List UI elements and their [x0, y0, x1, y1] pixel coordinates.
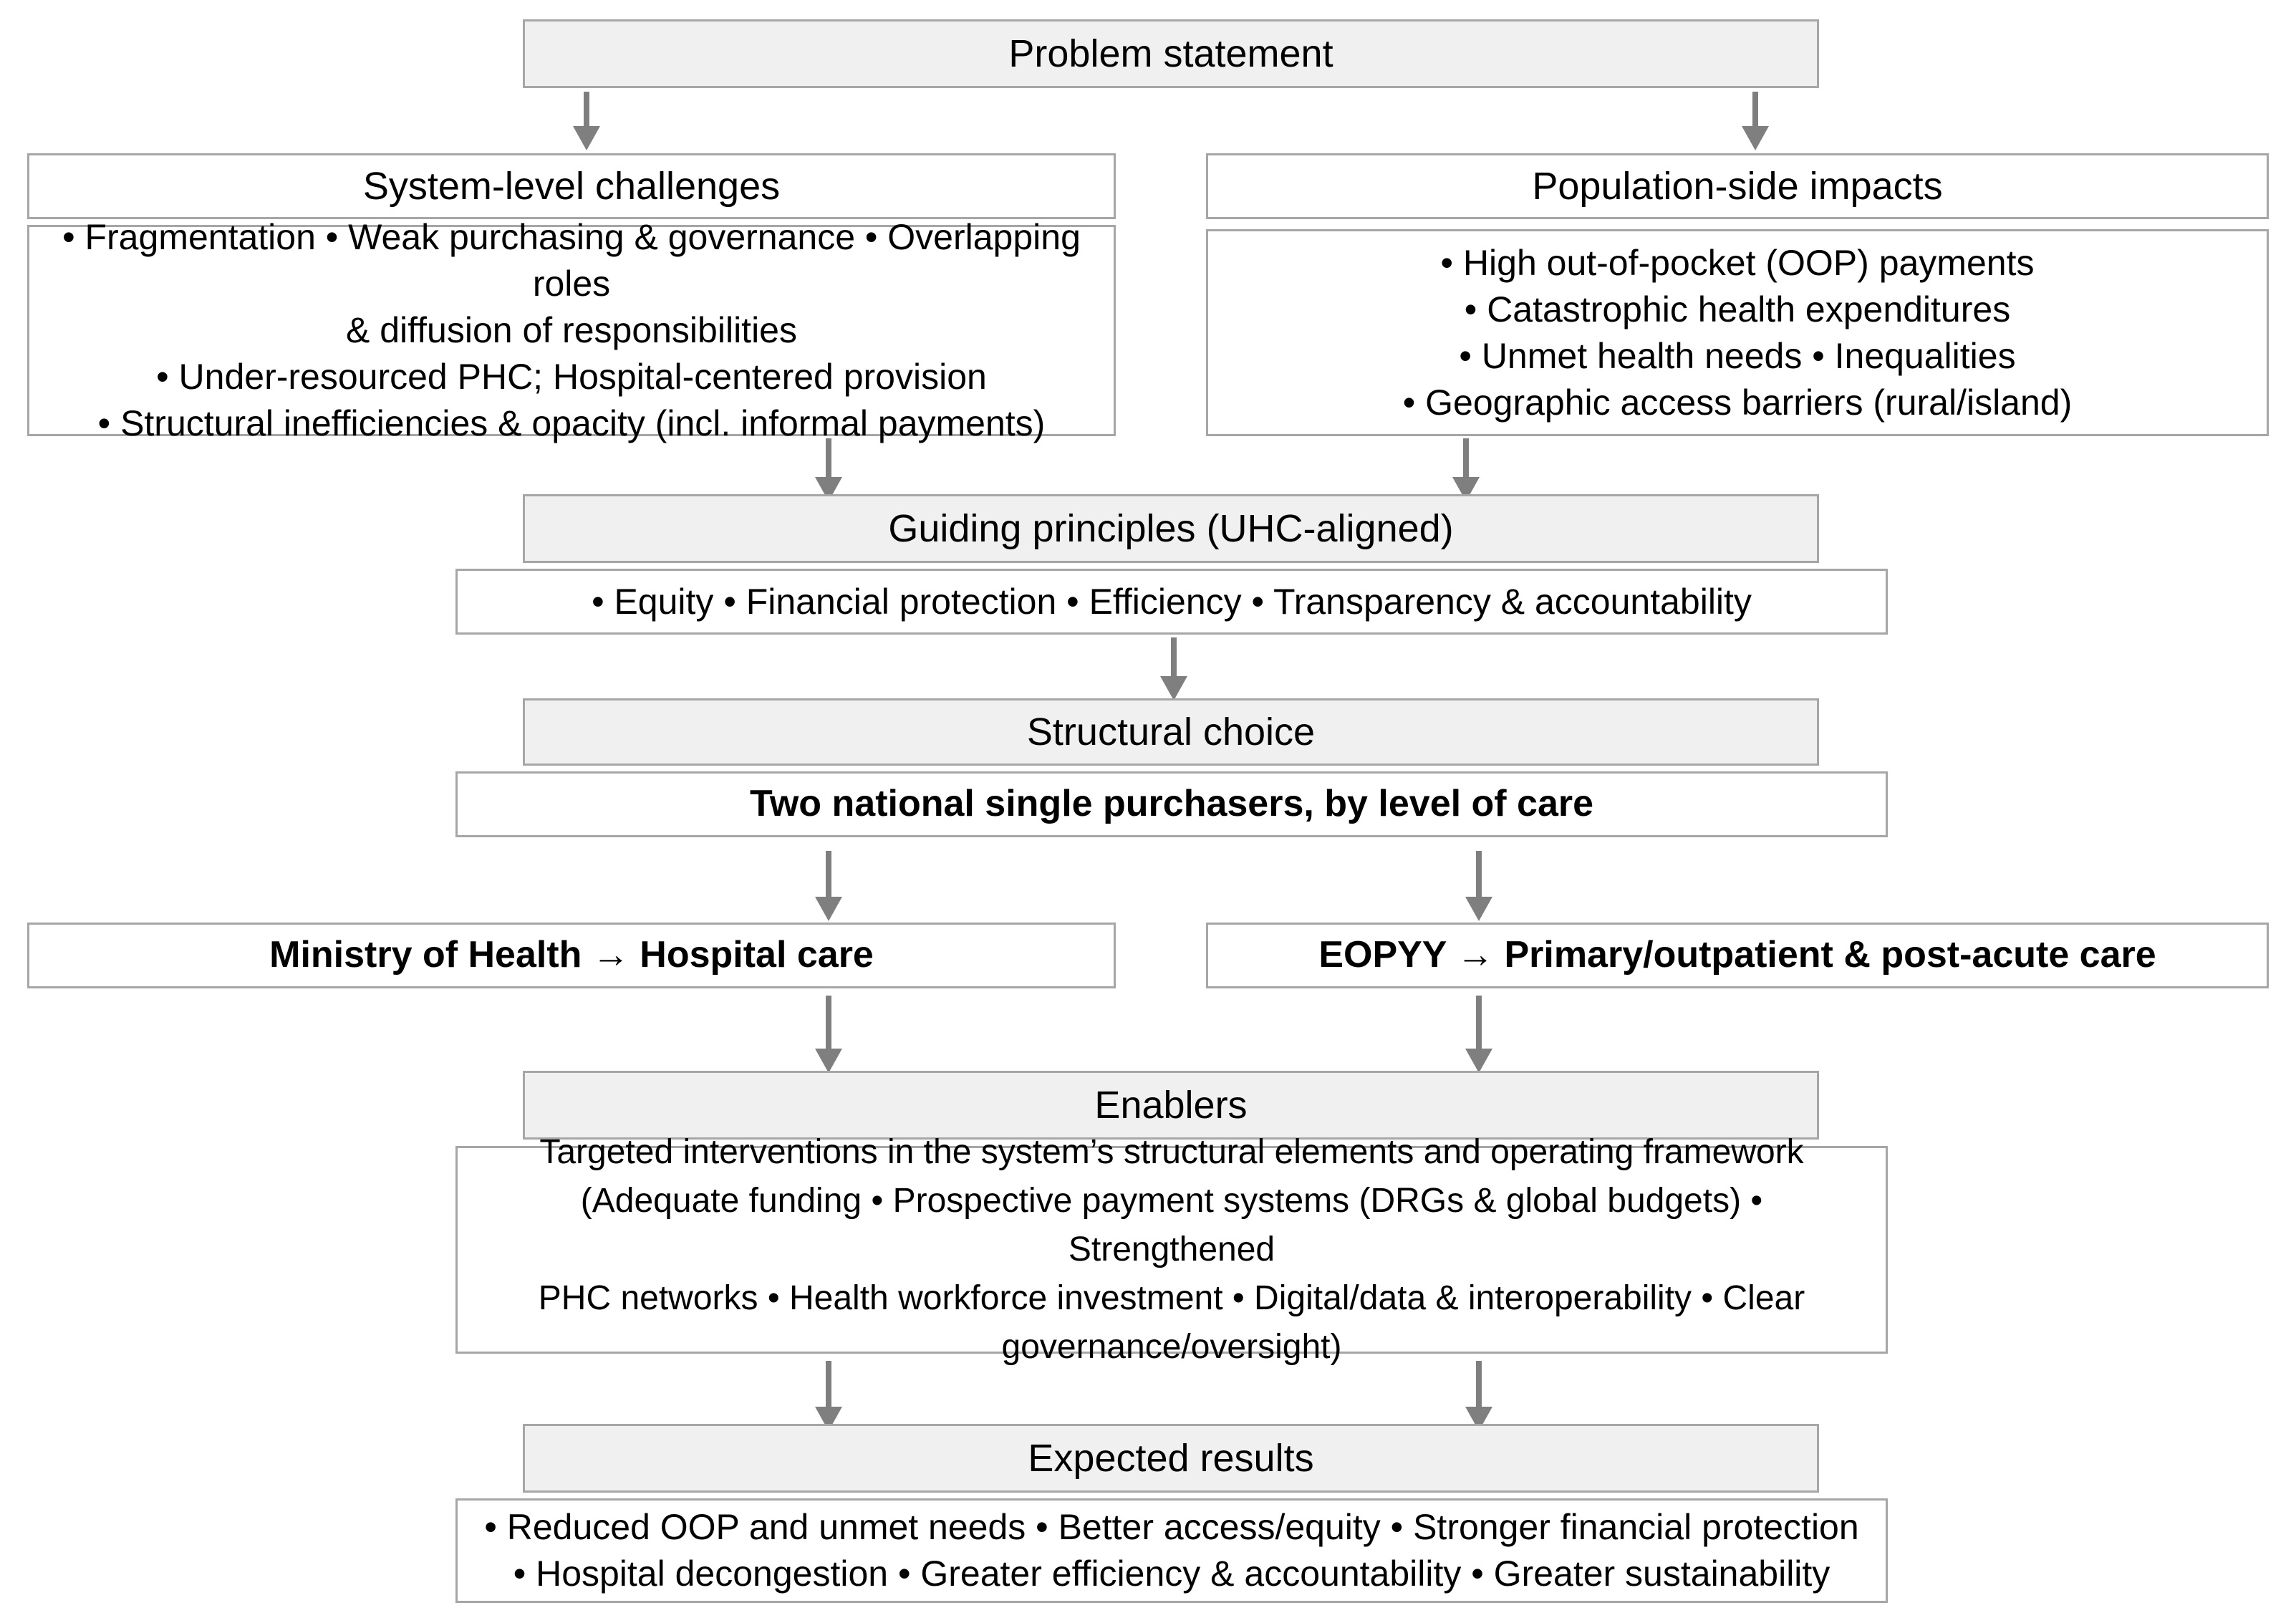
structural-choice-title: Structural choice [1026, 710, 1316, 753]
arrow-eopyy-to-enablers [1465, 996, 1492, 1073]
expected-results-title: Expected results [1028, 1436, 1314, 1480]
arrow-moh-to-enablers [815, 996, 842, 1073]
population-impacts-line-3: • Unmet health needs • Inequalities [1459, 335, 2016, 376]
node-guiding-principles-body[interactable]: • Equity • Financial protection • Effici… [455, 569, 1888, 635]
node-guiding-principles-header[interactable]: Guiding principles (UHC-aligned) [523, 494, 1819, 563]
expected-results-line-2: • Hospital decongestion • Greater effici… [513, 1554, 1830, 1594]
system-challenges-line-2: & diffusion of responsibilities [346, 310, 797, 350]
enablers-body: Targeted interventions in the system’s s… [458, 1128, 1886, 1372]
node-system-challenges-header[interactable]: System-level challenges [27, 153, 1116, 219]
enablers-line-1: Targeted interventions in the system’s s… [539, 1132, 1804, 1171]
population-impacts-line-1: • High out-of-pocket (OOP) payments [1440, 242, 2035, 283]
arrow-enablers-to-results-left [815, 1361, 842, 1431]
node-system-challenges-body[interactable]: • Fragmentation • Weak purchasing & gove… [27, 217, 1116, 443]
structural-choice-body: Two national single purchasers, by level… [749, 783, 1594, 825]
node-expected-results-body[interactable]: • Reduced OOP and unmet needs • Better a… [455, 1498, 1888, 1603]
expected-results-body: • Reduced OOP and unmet needs • Better a… [458, 1504, 1886, 1597]
node-structural-choice-header[interactable]: Structural choice [523, 698, 1819, 766]
enablers-title: Enablers [1094, 1083, 1248, 1127]
guiding-principles-body: • Equity • Financial protection • Effici… [592, 581, 1752, 622]
population-impacts-title: Population-side impacts [1532, 164, 1943, 208]
arrow-challenges-to-principles [815, 438, 842, 501]
arrow-structural-to-eopyy [1465, 851, 1492, 921]
purchaser-moh-label: Ministry of Health → Hospital care [269, 934, 874, 976]
arrow-impacts-to-principles [1452, 438, 1480, 501]
population-impacts-body: • High out-of-pocket (OOP) payments • Ca… [1208, 240, 2267, 426]
node-population-impacts-body[interactable]: • High out-of-pocket (OOP) payments • Ca… [1206, 229, 2269, 436]
node-expected-results-header[interactable]: Expected results [523, 1424, 1819, 1493]
node-enablers-body[interactable]: Targeted interventions in the system’s s… [455, 1133, 1888, 1366]
node-enablers-header[interactable]: Enablers [523, 1071, 1819, 1140]
system-challenges-title: System-level challenges [362, 164, 781, 208]
node-purchaser-eopyy[interactable]: EOPYY → Primary/outpatient & post-acute … [1206, 923, 2269, 988]
node-population-impacts-header[interactable]: Population-side impacts [1206, 153, 2269, 219]
node-structural-choice-body[interactable]: Two national single purchasers, by level… [455, 771, 1888, 837]
arrow-principles-to-structural [1160, 637, 1187, 700]
purchaser-eopyy-label: EOPYY → Primary/outpatient & post-acute … [1318, 934, 2156, 976]
node-purchaser-ministry-of-health[interactable]: Ministry of Health → Hospital care [27, 923, 1116, 988]
enablers-line-4: governance/oversight) [1001, 1328, 1342, 1367]
system-challenges-line-1: • Fragmentation • Weak purchasing & gove… [62, 217, 1081, 304]
arrow-structural-to-moh [815, 851, 842, 921]
system-challenges-line-3: • Under-resourced PHC; Hospital-centered… [156, 357, 987, 397]
enablers-line-2: (Adequate funding • Prospective payment … [580, 1181, 1763, 1268]
arrow-enablers-to-results-right [1465, 1361, 1492, 1431]
guiding-principles-title: Guiding principles (UHC-aligned) [888, 506, 1454, 550]
population-impacts-line-4: • Geographic access barriers (rural/isla… [1402, 382, 2073, 423]
arrow-problem-to-impacts [1742, 92, 1769, 150]
population-impacts-line-2: • Catastrophic health expenditures [1464, 289, 2011, 329]
system-challenges-line-4: • Structural inefficiencies & opacity (i… [97, 403, 1046, 443]
system-challenges-body: • Fragmentation • Weak purchasing & gove… [29, 214, 1114, 447]
arrow-problem-to-challenges [573, 92, 600, 150]
node-problem-statement[interactable]: Problem statement [523, 19, 1819, 88]
expected-results-line-1: • Reduced OOP and unmet needs • Better a… [484, 1507, 1859, 1547]
problem-statement-title: Problem statement [1008, 32, 1333, 75]
enablers-line-3: PHC networks • Health workforce investme… [538, 1279, 1805, 1318]
